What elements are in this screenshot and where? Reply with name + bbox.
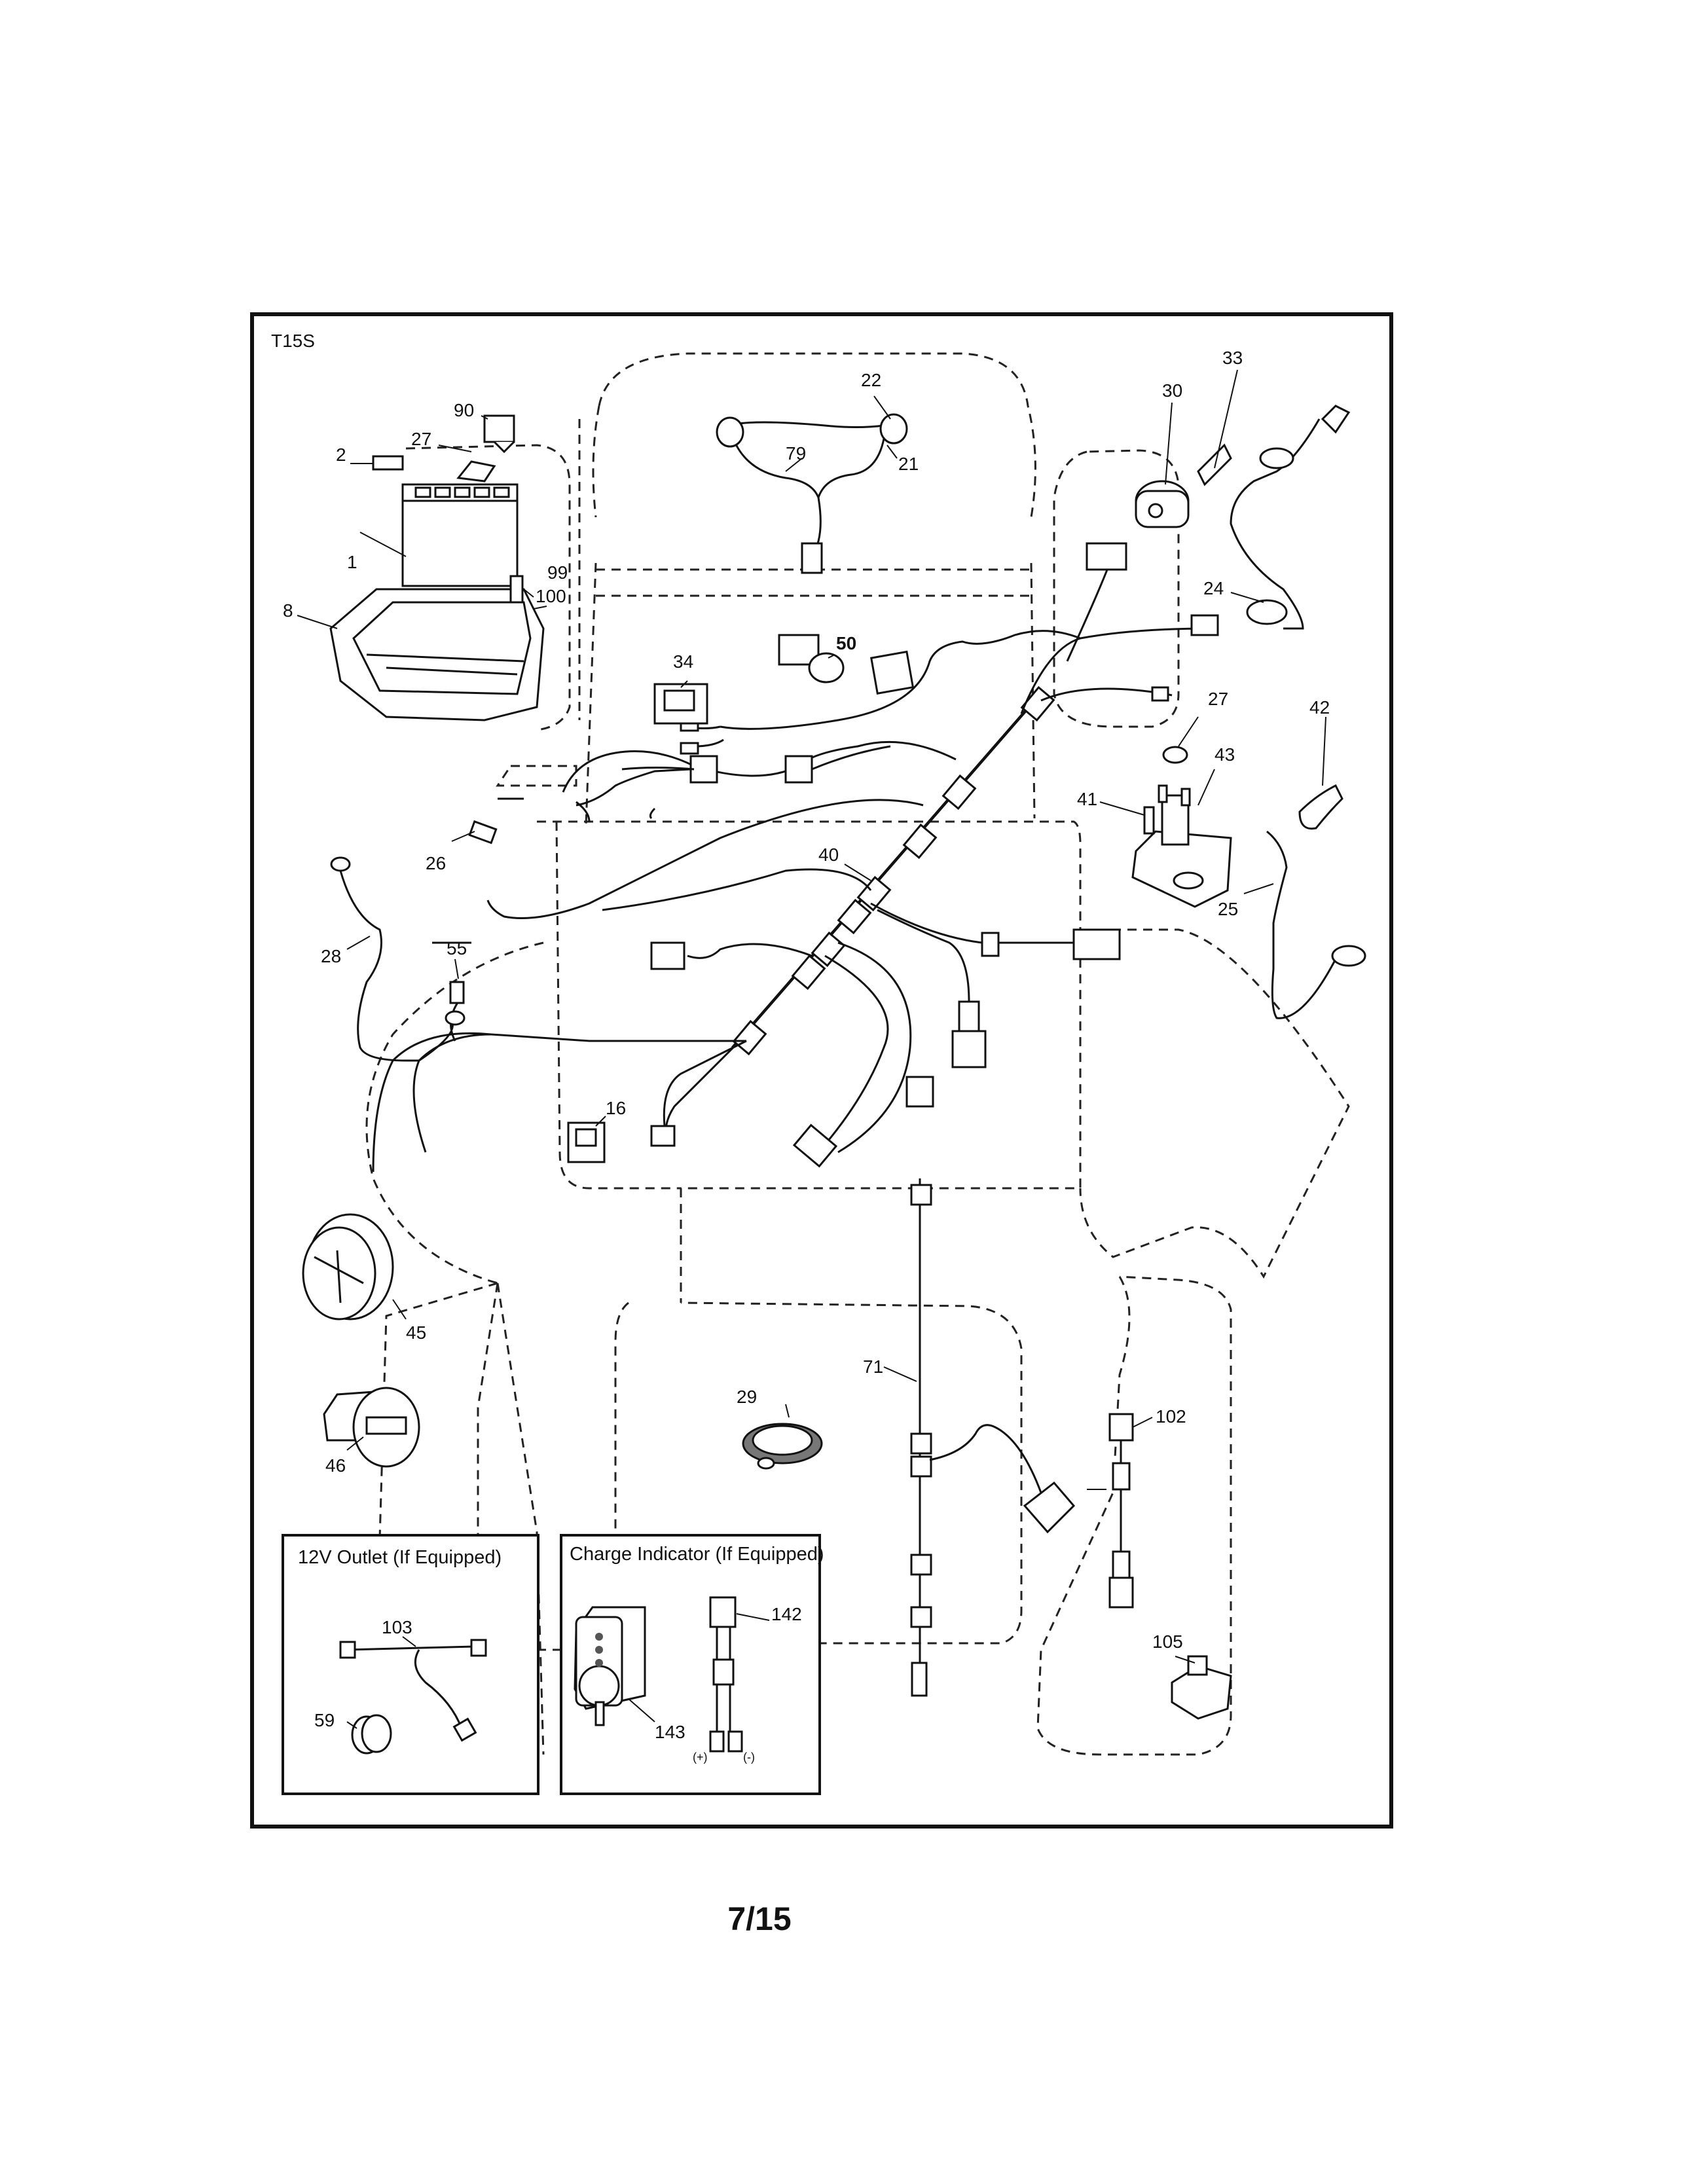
callout-46: 46	[325, 1455, 346, 1476]
tractor-outline	[365, 352, 1350, 1756]
headlight-switch	[653, 683, 708, 725]
ignition-switch	[1135, 480, 1190, 528]
callout-55: 55	[447, 938, 467, 958]
charge-inset-title: Charge Indicator (If Equipped)	[570, 1544, 824, 1565]
relay	[567, 1121, 606, 1163]
charge-indicator-harness	[709, 1596, 743, 1753]
charge-indicator-module	[574, 1606, 646, 1726]
callout-27-top: 27	[411, 429, 431, 449]
callout-102: 102	[1156, 1406, 1186, 1427]
rear-harness	[905, 1076, 1076, 1697]
wiring-harness-40	[372, 542, 1219, 1173]
callout-30: 30	[1162, 380, 1182, 401]
callout-22: 22	[861, 370, 881, 390]
callout-2: 2	[336, 445, 346, 465]
interlock-switch	[1171, 1655, 1232, 1720]
12v-socket	[351, 1714, 392, 1755]
callout-41: 41	[1077, 789, 1097, 809]
callout-90: 90	[454, 400, 474, 420]
inset-12v-outlet	[282, 1534, 539, 1795]
fuse	[468, 820, 498, 845]
solenoid-bolt	[1143, 806, 1155, 835]
outlet-inset-title: 12V Outlet (If Equipped)	[298, 1547, 502, 1568]
headlight-assembly	[716, 413, 908, 574]
callout-143: 143	[655, 1722, 685, 1742]
callout-16: 16	[606, 1098, 626, 1118]
battery-assembly	[329, 414, 545, 721]
callout-50: 50	[836, 633, 856, 653]
polarity-plus: (+)	[693, 1751, 708, 1764]
callout-103: 103	[382, 1617, 412, 1637]
leader-lines	[297, 369, 1326, 1729]
inset-charge-indicator	[560, 1534, 821, 1795]
terminal-boot	[1298, 784, 1343, 830]
ignition-key	[1197, 443, 1232, 486]
callout-79: 79	[786, 443, 806, 464]
seat-switch-harness	[1087, 1413, 1134, 1609]
callout-105: 105	[1152, 1631, 1183, 1652]
callout-34: 34	[673, 651, 693, 672]
model-code: T15S	[271, 331, 315, 351]
callout-99: 99	[547, 562, 568, 583]
ground-screw	[445, 981, 466, 1026]
callout-71: 71	[863, 1356, 883, 1377]
callout-33: 33	[1222, 348, 1243, 368]
ground-wire	[330, 856, 454, 1062]
callout-1: 1	[347, 552, 357, 572]
callout-27-bottom: 27	[1208, 689, 1228, 709]
callout-59: 59	[314, 1710, 335, 1730]
battery	[401, 496, 519, 587]
callout-40: 40	[818, 845, 839, 865]
callout-28: 28	[321, 946, 341, 966]
page-number: 7/15	[727, 1901, 791, 1937]
callout-21: 21	[898, 454, 919, 474]
hour-meter	[302, 1213, 394, 1320]
polarity-minus: (-)	[743, 1751, 755, 1764]
callout-8: 8	[283, 600, 293, 621]
label-decal	[869, 650, 915, 695]
callout-43: 43	[1215, 744, 1235, 765]
horn	[742, 1423, 823, 1470]
callout-26: 26	[426, 853, 446, 873]
callout-24: 24	[1203, 578, 1224, 598]
callout-45: 45	[406, 1322, 426, 1343]
nut	[1162, 746, 1188, 764]
pto-switch	[778, 634, 845, 683]
callout-25: 25	[1218, 899, 1238, 919]
starter-solenoid	[1131, 784, 1232, 908]
callout-29: 29	[737, 1387, 757, 1407]
diagram-frame	[250, 312, 1393, 1829]
callout-labels: 1 2 8 90 27 99 100 22 21 79 30 33 24 34 …	[283, 348, 1330, 1742]
fuel-gauge	[323, 1387, 420, 1468]
callout-42: 42	[1309, 697, 1330, 718]
battery-cable-positive	[1266, 830, 1366, 1019]
callout-100: 100	[536, 586, 566, 606]
callout-142: 142	[771, 1604, 802, 1624]
battery-cable-negative	[1230, 405, 1351, 630]
battery-terminal-cap	[483, 414, 515, 443]
